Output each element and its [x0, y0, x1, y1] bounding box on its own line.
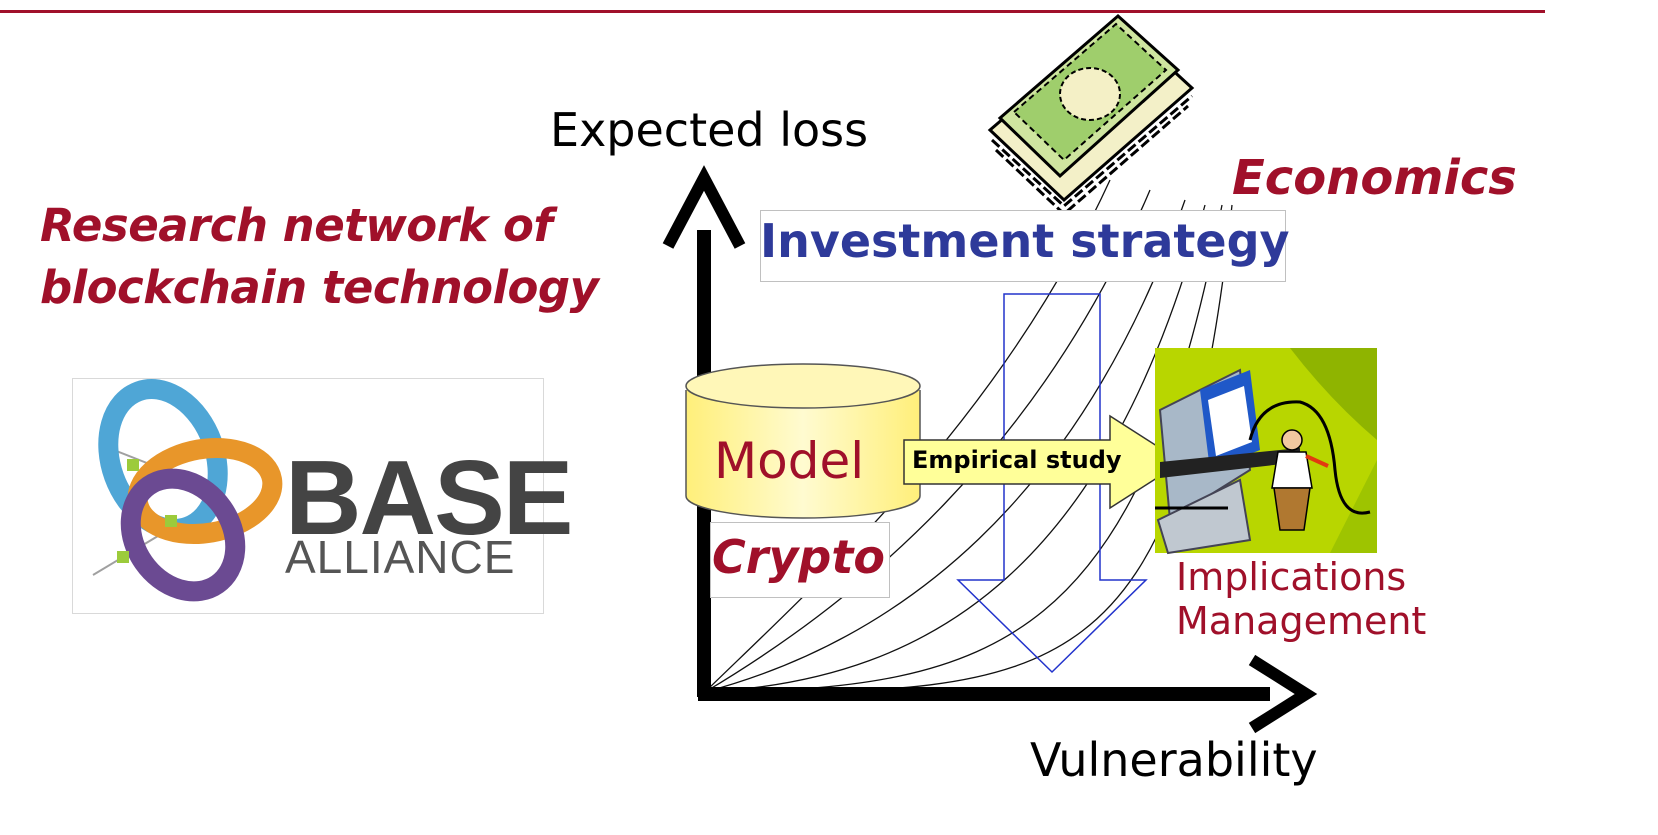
implications-line-2: Management	[1176, 599, 1427, 643]
empirical-study-label: Empirical study	[912, 446, 1122, 474]
crypto-label: Crypto	[712, 530, 885, 584]
computer-worker-icon	[1155, 348, 1377, 555]
investment-strategy-label: Investment strategy	[760, 214, 1290, 268]
x-axis-label: Vulnerability	[1030, 733, 1318, 787]
database-cylinder-icon	[685, 363, 921, 519]
base-alliance-logo: BASE ALLIANCE	[72, 378, 574, 614]
logo-word-base: BASE	[285, 439, 574, 557]
axes	[662, 165, 1318, 734]
logo-word-alliance: ALLIANCE	[285, 531, 516, 583]
logo-emblem-icon	[92, 379, 283, 602]
implications-line-1: Implications	[1176, 555, 1407, 599]
y-axis-arrowhead	[662, 165, 746, 249]
y-axis-label: Expected loss	[550, 103, 869, 157]
economics-label: Economics	[1232, 150, 1517, 206]
x-axis-arrowhead	[1248, 654, 1318, 734]
title-line-1: Research network of	[40, 199, 553, 252]
down-arrow-icon	[956, 293, 1148, 674]
curve-4	[704, 204, 1206, 693]
right-arrow-icon	[903, 414, 1184, 510]
research-network-title: Research network of blockchain technolog…	[40, 195, 640, 319]
investment-strategy-box	[760, 210, 1286, 282]
top-divider-line	[0, 10, 1545, 13]
curve-3	[704, 199, 1186, 693]
money-stack-icon	[987, 13, 1195, 217]
model-label: Model	[714, 432, 865, 490]
crypto-box	[710, 522, 890, 598]
implications-management-label: Implications Management	[1176, 555, 1426, 643]
title-line-2: blockchain technology	[40, 261, 599, 314]
